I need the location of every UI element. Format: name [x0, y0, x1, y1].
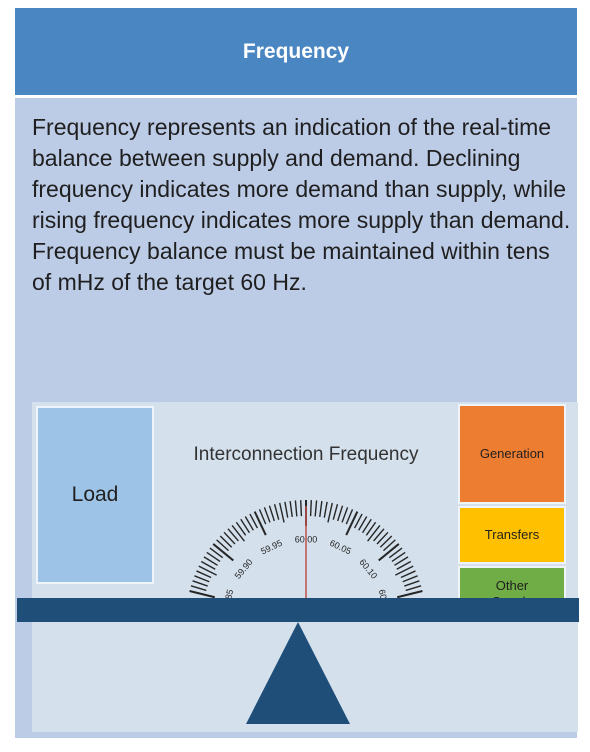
- gauge-tick: [396, 589, 423, 599]
- generation-label: Generation: [479, 446, 545, 461]
- gauge-tick-label: 60.10: [357, 557, 379, 581]
- gauge-tick: [358, 516, 368, 531]
- gauge-tick: [253, 511, 267, 536]
- gauge-tick: [294, 500, 298, 517]
- frequency-description: Frequency represents an indication of th…: [32, 114, 571, 295]
- card-title: Frequency: [242, 39, 350, 63]
- balance-beam: [17, 598, 579, 622]
- gauge-tick: [190, 585, 207, 592]
- gauge-tick: [323, 501, 328, 518]
- gauge-tick: [196, 570, 212, 579]
- gauge-tick: [273, 504, 280, 520]
- gauge-tick: [189, 589, 216, 599]
- gauge-tick: [395, 565, 414, 576]
- gauge-tick: [373, 528, 385, 542]
- gauge-title: Interconnection Frequency: [194, 444, 419, 465]
- gauge-tick: [367, 525, 381, 542]
- gauge-tick: [327, 502, 333, 523]
- gauge-tick: [212, 543, 234, 562]
- gauge-tick: [345, 509, 354, 525]
- balance-diagram: Load Interconnection Frequency 59.8559.9…: [32, 402, 578, 732]
- gauge-tick: [203, 556, 218, 566]
- transfers-box: Transfers: [458, 506, 566, 564]
- gauge-tick: [337, 505, 344, 522]
- gauge-tick: [263, 507, 271, 523]
- gauge-tick: [394, 556, 409, 566]
- gauge-tick: [227, 528, 239, 542]
- gauge-tick: [284, 501, 289, 518]
- gauge-tick: [231, 525, 245, 542]
- gauge-tick: [332, 504, 339, 520]
- gauge-tick: [378, 543, 400, 562]
- transfers-label: Transfers: [484, 527, 540, 542]
- gauge-tick: [353, 513, 363, 529]
- gauge-tick: [200, 560, 216, 570]
- gauge-tick: [309, 500, 312, 517]
- generation-box: Generation: [458, 404, 566, 504]
- gauge-tick: [198, 565, 217, 576]
- gauge-tick-marks: [189, 500, 423, 599]
- frequency-card: Frequency Frequency represents an indica…: [15, 8, 578, 738]
- frequency-gauge: Interconnection Frequency 59.8559.9059.9…: [189, 444, 423, 620]
- gauge-tick: [206, 551, 221, 563]
- gauge-tick: [268, 505, 275, 522]
- gauge-tick-label: 59.95: [259, 538, 284, 557]
- gauge-tick-label: 60.05: [328, 538, 353, 557]
- load-label: Load: [71, 483, 119, 506]
- load-box: Load: [36, 406, 154, 584]
- gauge-tick: [361, 518, 372, 534]
- gauge-tick: [379, 535, 393, 548]
- gauge-tick: [244, 516, 254, 531]
- gauge-tick: [314, 500, 318, 517]
- gauge-tick: [345, 511, 359, 536]
- gauge-tick-label: 59.90: [233, 557, 255, 581]
- gauge-tick: [289, 500, 293, 518]
- gauge-tick: [382, 539, 396, 552]
- gauge-tick: [249, 513, 259, 529]
- gauge-tick: [405, 585, 422, 592]
- gauge-tick: [216, 539, 230, 552]
- gauge-tick: [279, 502, 285, 523]
- gauge-tick: [402, 575, 418, 583]
- gauge-tick: [396, 560, 412, 570]
- gauge-tick: [319, 500, 323, 518]
- gauge-tick: [240, 518, 251, 534]
- gauge-tick: [194, 575, 210, 583]
- gauge-tick: [391, 551, 406, 563]
- gauge-tick: [400, 570, 416, 579]
- card-header: Frequency: [15, 8, 577, 98]
- gauge-tick: [300, 500, 303, 517]
- gauge-tick: [223, 531, 236, 545]
- fulcrum-triangle: [246, 622, 350, 724]
- gauge-tick: [258, 509, 267, 525]
- gauge-tick: [192, 580, 208, 587]
- gauge-tick: [388, 547, 403, 559]
- gauge-tick: [404, 580, 420, 587]
- gauge-tick: [219, 535, 233, 548]
- gauge-tick: [341, 507, 349, 523]
- gauge-tick: [376, 531, 389, 545]
- gauge-tick: [209, 547, 224, 559]
- gauge-tick: [235, 521, 247, 536]
- gauge-tick: [365, 521, 377, 536]
